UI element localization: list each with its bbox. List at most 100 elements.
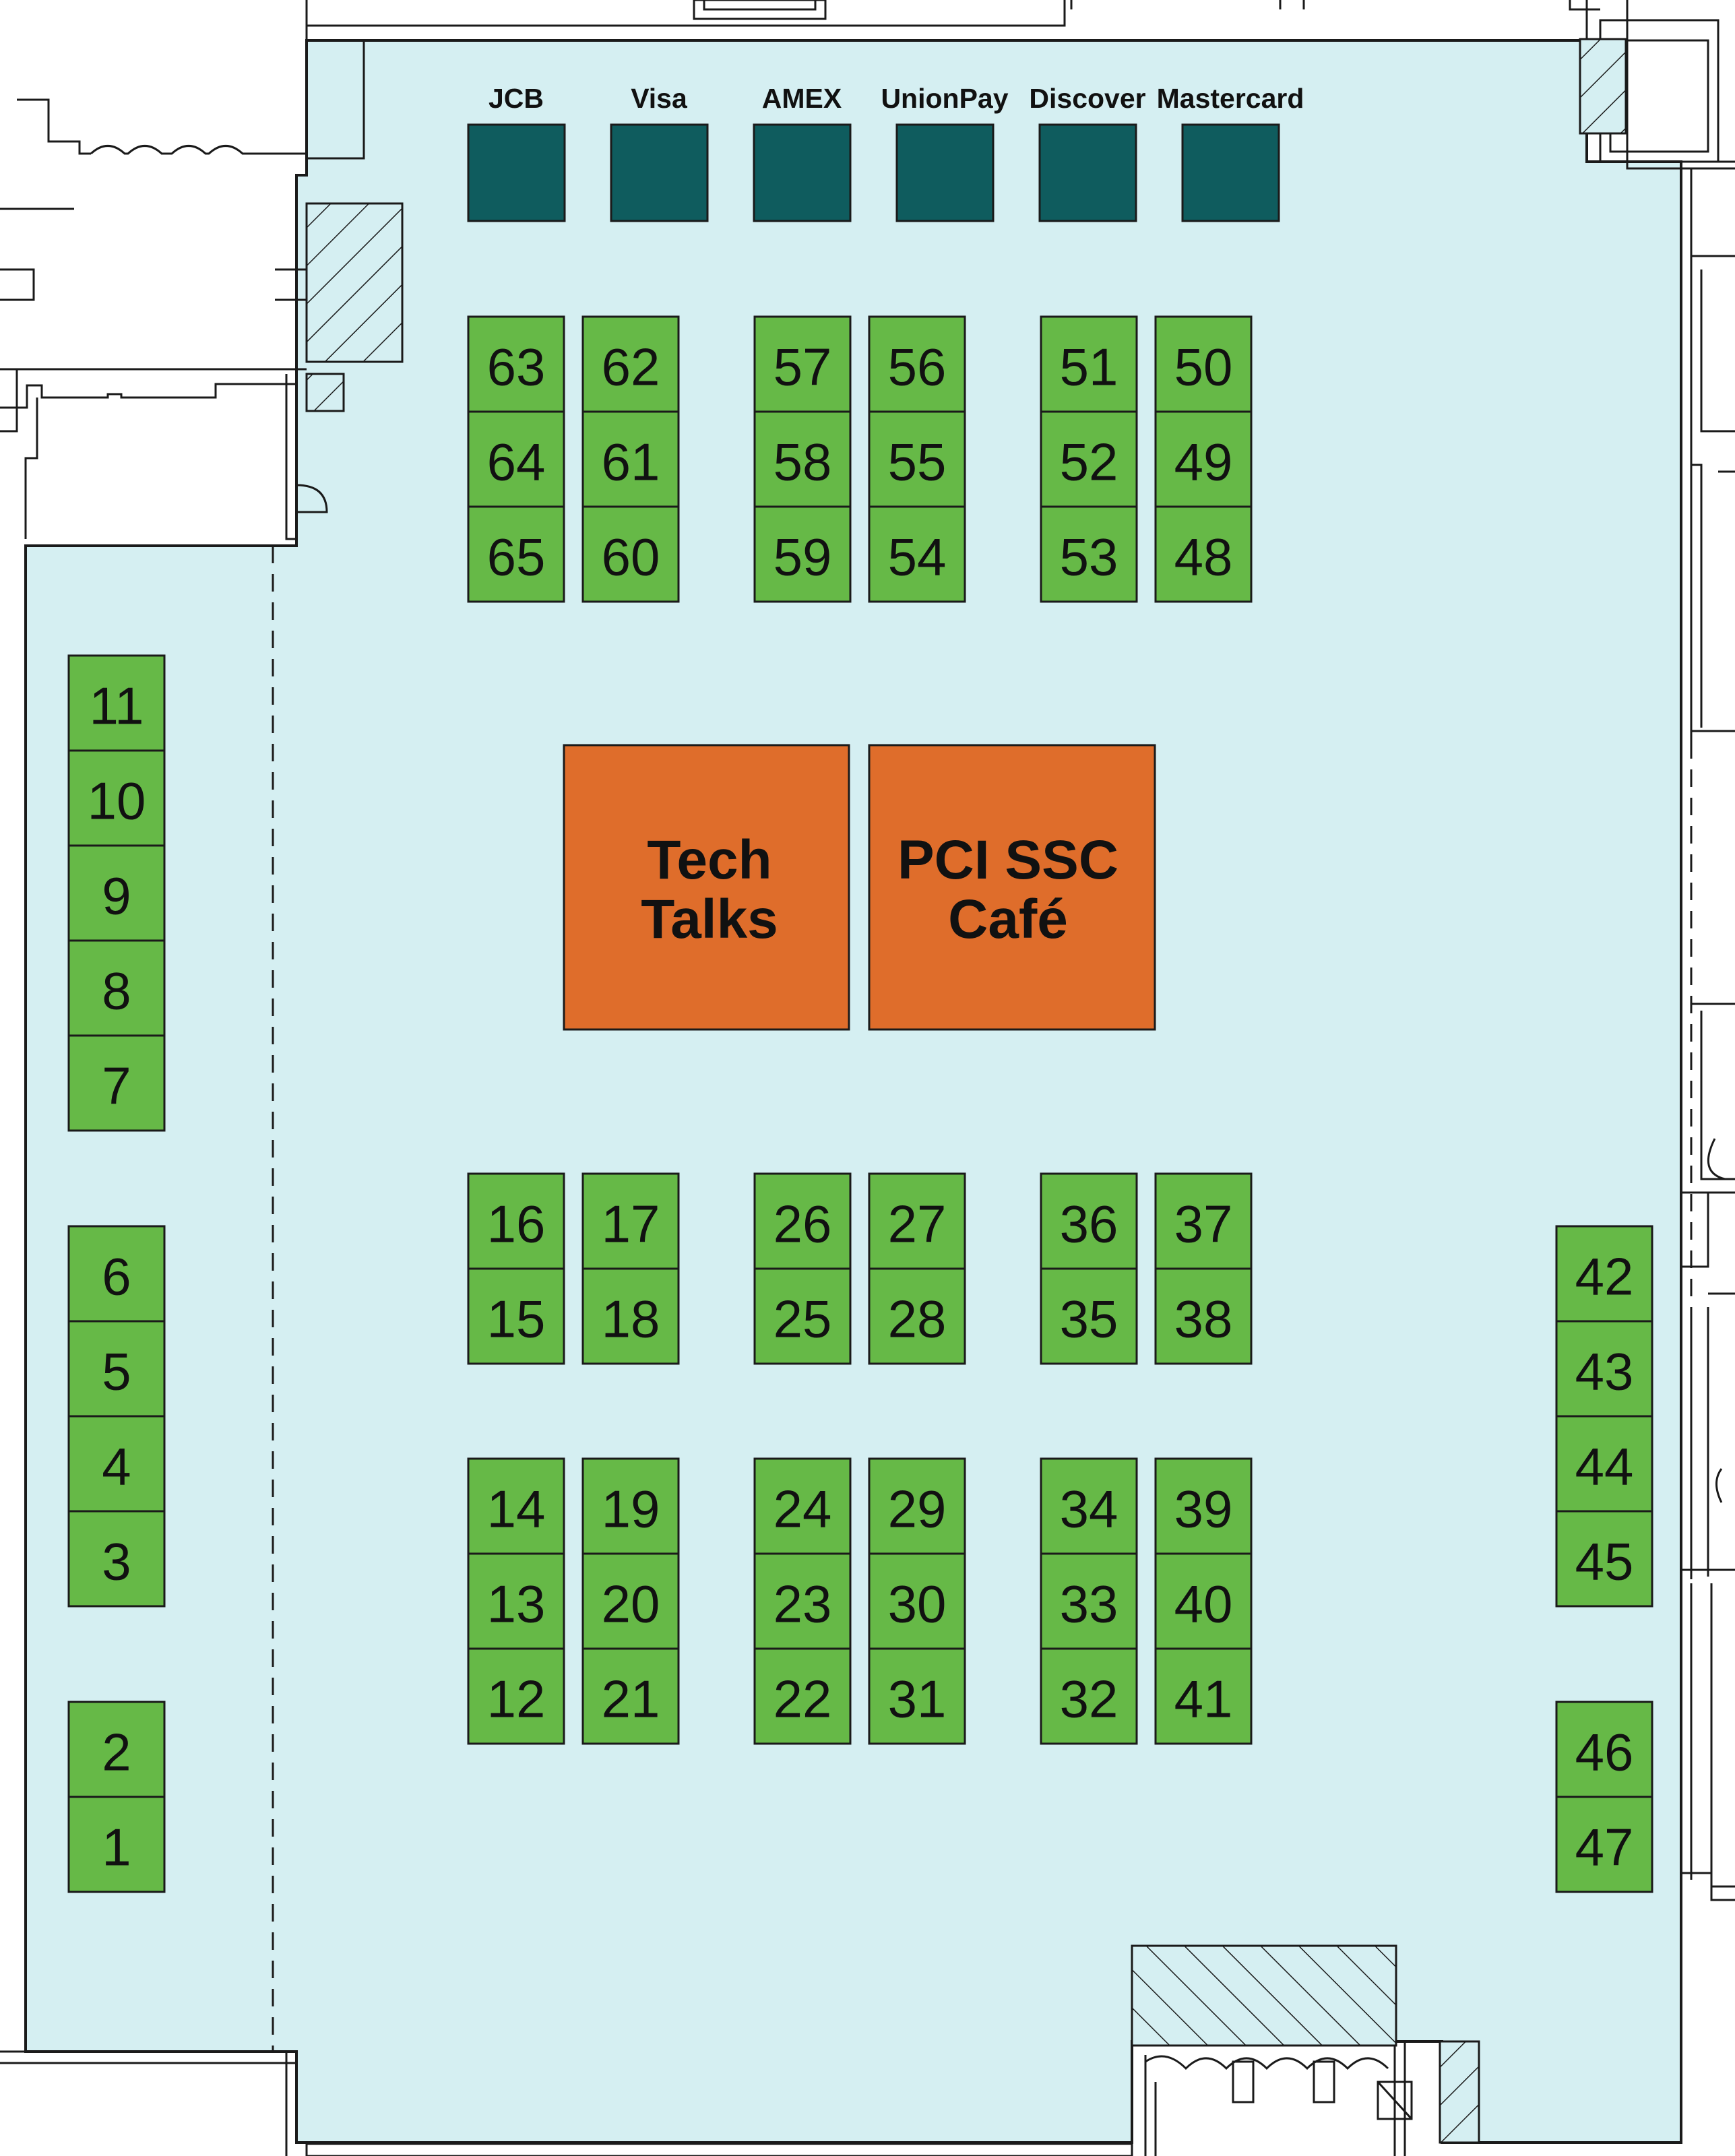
- tech-talks-block[interactable]: [563, 744, 850, 1031]
- booth-rect-47[interactable]: [1555, 1796, 1653, 1893]
- booth-12[interactable]: 12: [467, 1647, 565, 1745]
- booth-15[interactable]: 15: [467, 1267, 565, 1365]
- booth-rect-46[interactable]: [1555, 1701, 1653, 1798]
- booth-rect-59[interactable]: [753, 505, 852, 603]
- booth-rect-17[interactable]: [581, 1172, 680, 1270]
- booth-50[interactable]: 50: [1154, 315, 1253, 413]
- booth-rect-15[interactable]: [467, 1267, 565, 1365]
- booth-34[interactable]: 34: [1040, 1457, 1138, 1555]
- booth-26[interactable]: 26: [753, 1172, 852, 1270]
- booth-54[interactable]: 54: [868, 505, 966, 603]
- booth-rect-29[interactable]: [868, 1457, 966, 1555]
- booth-40[interactable]: 40: [1154, 1552, 1253, 1650]
- booth-rect-7[interactable]: [67, 1034, 166, 1132]
- booth-rect-53[interactable]: [1040, 505, 1138, 603]
- sponsor-block-amex[interactable]: [753, 123, 852, 222]
- booth-28[interactable]: 28: [868, 1267, 966, 1365]
- booth-46[interactable]: 46: [1555, 1701, 1653, 1798]
- booth-rect-14[interactable]: [467, 1457, 565, 1555]
- booth-11[interactable]: 11: [67, 654, 166, 752]
- booth-rect-22[interactable]: [753, 1647, 852, 1745]
- booth-53[interactable]: 53: [1040, 505, 1138, 603]
- booth-rect-23[interactable]: [753, 1552, 852, 1650]
- booth-rect-63[interactable]: [467, 315, 565, 413]
- sponsor-amex[interactable]: AMEX: [753, 83, 852, 222]
- booth-62[interactable]: 62: [581, 315, 680, 413]
- booth-44[interactable]: 44: [1555, 1415, 1653, 1513]
- booth-rect-61[interactable]: [581, 410, 680, 508]
- booth-6[interactable]: 6: [67, 1225, 166, 1323]
- booth-rect-25[interactable]: [753, 1267, 852, 1365]
- booth-10[interactable]: 10: [67, 749, 166, 847]
- booth-rect-18[interactable]: [581, 1267, 680, 1365]
- booth-rect-32[interactable]: [1040, 1647, 1138, 1745]
- booth-16[interactable]: 16: [467, 1172, 565, 1270]
- booth-2[interactable]: 2: [67, 1701, 166, 1798]
- booth-35[interactable]: 35: [1040, 1267, 1138, 1365]
- booth-rect-52[interactable]: [1040, 410, 1138, 508]
- booth-27[interactable]: 27: [868, 1172, 966, 1270]
- booth-37[interactable]: 37: [1154, 1172, 1253, 1270]
- booth-32[interactable]: 32: [1040, 1647, 1138, 1745]
- booth-23[interactable]: 23: [753, 1552, 852, 1650]
- booth-52[interactable]: 52: [1040, 410, 1138, 508]
- booth-36[interactable]: 36: [1040, 1172, 1138, 1270]
- booth-57[interactable]: 57: [753, 315, 852, 413]
- booth-rect-2[interactable]: [67, 1701, 166, 1798]
- booth-rect-13[interactable]: [467, 1552, 565, 1650]
- booth-56[interactable]: 56: [868, 315, 966, 413]
- booth-rect-38[interactable]: [1154, 1267, 1253, 1365]
- booth-rect-48[interactable]: [1154, 505, 1253, 603]
- sponsor-block-discover[interactable]: [1038, 123, 1137, 222]
- booth-59[interactable]: 59: [753, 505, 852, 603]
- booth-rect-50[interactable]: [1154, 315, 1253, 413]
- booth-rect-1[interactable]: [67, 1796, 166, 1893]
- booth-rect-8[interactable]: [67, 939, 166, 1037]
- booth-51[interactable]: 51: [1040, 315, 1138, 413]
- booth-42[interactable]: 42: [1555, 1225, 1653, 1323]
- booth-rect-11[interactable]: [67, 654, 166, 752]
- booth-rect-19[interactable]: [581, 1457, 680, 1555]
- booth-22[interactable]: 22: [753, 1647, 852, 1745]
- booth-17[interactable]: 17: [581, 1172, 680, 1270]
- booth-48[interactable]: 48: [1154, 505, 1253, 603]
- booth-1[interactable]: 1: [67, 1796, 166, 1893]
- sponsor-unionpay[interactable]: UnionPay: [881, 83, 1009, 222]
- booth-rect-3[interactable]: [67, 1510, 166, 1608]
- booth-43[interactable]: 43: [1555, 1320, 1653, 1418]
- booth-rect-4[interactable]: [67, 1415, 166, 1513]
- booth-29[interactable]: 29: [868, 1457, 966, 1555]
- booth-rect-41[interactable]: [1154, 1647, 1253, 1745]
- booth-rect-36[interactable]: [1040, 1172, 1138, 1270]
- booth-30[interactable]: 30: [868, 1552, 966, 1650]
- cafe-area[interactable]: PCI SSC Café: [868, 744, 1156, 1031]
- booth-55[interactable]: 55: [868, 410, 966, 508]
- booth-rect-54[interactable]: [868, 505, 966, 603]
- booth-9[interactable]: 9: [67, 844, 166, 942]
- booth-31[interactable]: 31: [868, 1647, 966, 1745]
- booth-63[interactable]: 63: [467, 315, 565, 413]
- booth-13[interactable]: 13: [467, 1552, 565, 1650]
- booth-39[interactable]: 39: [1154, 1457, 1253, 1555]
- sponsor-jcb[interactable]: JCB: [467, 83, 566, 222]
- booth-64[interactable]: 64: [467, 410, 565, 508]
- booth-rect-44[interactable]: [1555, 1415, 1653, 1513]
- sponsor-block-jcb[interactable]: [467, 123, 566, 222]
- booth-rect-49[interactable]: [1154, 410, 1253, 508]
- booth-rect-5[interactable]: [67, 1320, 166, 1418]
- booth-rect-57[interactable]: [753, 315, 852, 413]
- booth-33[interactable]: 33: [1040, 1552, 1138, 1650]
- booth-65[interactable]: 65: [467, 505, 565, 603]
- booth-24[interactable]: 24: [753, 1457, 852, 1555]
- booth-rect-43[interactable]: [1555, 1320, 1653, 1418]
- booth-rect-42[interactable]: [1555, 1225, 1653, 1323]
- booth-rect-26[interactable]: [753, 1172, 852, 1270]
- booth-4[interactable]: 4: [67, 1415, 166, 1513]
- booth-rect-35[interactable]: [1040, 1267, 1138, 1365]
- booth-49[interactable]: 49: [1154, 410, 1253, 508]
- booth-rect-56[interactable]: [868, 315, 966, 413]
- booth-rect-64[interactable]: [467, 410, 565, 508]
- sponsor-block-visa[interactable]: [610, 123, 709, 222]
- sponsor-visa[interactable]: Visa: [610, 83, 709, 222]
- booth-7[interactable]: 7: [67, 1034, 166, 1132]
